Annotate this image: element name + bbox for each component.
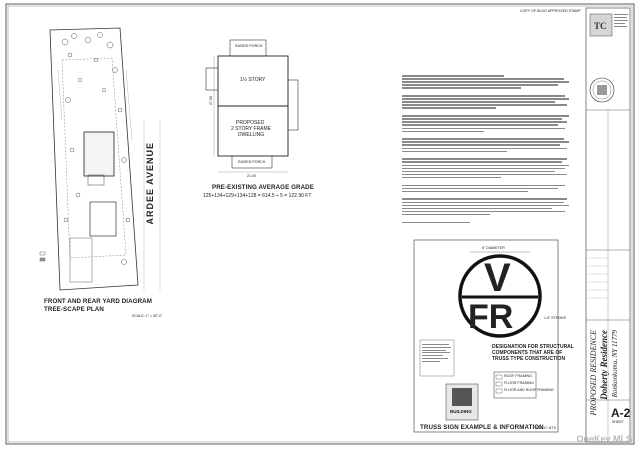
architect-logo-mark: TC (594, 21, 607, 31)
dim-line-right (125, 69, 133, 141)
house-footprint (83, 131, 115, 177)
titleblock: TC (585, 7, 631, 443)
grade-title: PRE-EXISTING AVERAGE GRADE (212, 184, 314, 191)
legend-box (493, 371, 537, 399)
site-plan-title-1: FRONT AND REAR YARD DIAGRAM (44, 298, 153, 305)
engineer-seal (589, 77, 615, 103)
legend-item-2: FLOOR FRAMING (504, 381, 534, 385)
architect-logo (589, 13, 613, 37)
revision-table (586, 257, 608, 299)
legend-mark-1 (495, 374, 503, 380)
sheet-border (5, 3, 635, 445)
proposed-label-2: 2 STORY FRAME (231, 126, 272, 132)
designation-2: COMPONENTS THAT ARE OF (492, 350, 563, 356)
site-plan-title-2: TREE-SCAPE PLAN (44, 306, 104, 313)
engineer-seal-center (597, 85, 607, 95)
truss-letters-fr: FR (468, 298, 514, 336)
truss-frame (413, 239, 559, 433)
project-title-3: Ronkonkoma, NY 11779 (611, 330, 619, 398)
setback-line (61, 57, 127, 259)
porch-footprint (87, 174, 105, 186)
site-plan (39, 27, 139, 291)
truss-title: TRUSS SIGN EXAMPLE & INFORMATION (420, 424, 544, 431)
truss-scale: SCALE: NTS (535, 426, 556, 430)
project-title-2: Doherty Residence (599, 330, 609, 400)
trees (61, 32, 131, 265)
legend-item-3: FLOOR AND ROOF FRAMING (504, 388, 554, 392)
legend-swatch-1 (39, 251, 46, 256)
sheet-label: SHEET (612, 420, 624, 424)
truss-notes (422, 344, 452, 364)
grade-formula: 125+134+129+134+128 = 614.5 ÷ 5 = 122.90… (203, 193, 312, 199)
truss-letter-v: V (484, 256, 511, 300)
driveway (69, 237, 93, 283)
left-porch (205, 67, 219, 91)
legend-swatch-2 (39, 257, 46, 262)
truss-detail (413, 239, 559, 433)
property-line (49, 27, 139, 291)
street-name-label: ARDEE AVENUE (145, 142, 155, 225)
proposed-label-3: DWELLING (238, 132, 265, 138)
height-dimension: 27.00 (209, 96, 213, 105)
designation-3: TRUSS TYPE CONSTRUCTION (492, 356, 566, 362)
floor-plan (205, 39, 299, 173)
project-title-1: PROPOSED RESIDENCE (589, 330, 598, 416)
engineer-seal-inner (592, 80, 612, 100)
legend-mark-3 (495, 388, 503, 394)
legend-mark-2 (495, 381, 503, 387)
garage-footprint (89, 201, 117, 237)
truss-note-box (419, 339, 455, 377)
diameter-label: 6" DIAMETER (482, 246, 505, 250)
bottom-porch (231, 155, 273, 169)
bottom-porch-label: RAISED PORCH (238, 160, 266, 164)
proposed-label-1: PROPOSED (236, 120, 265, 126)
building-logo-text: BUILDING (450, 409, 472, 414)
general-notes-block (402, 75, 572, 225)
approved-stamp-text: COPY OF BLDG APPROVED STAMP (520, 9, 581, 13)
truss-sign-circle (458, 254, 542, 338)
dim-line-left (57, 69, 63, 121)
designation-1: DESIGNATION FOR STRUCTURAL (492, 344, 574, 350)
stroke-note: 1.5" STROKE (544, 316, 567, 320)
sheet-inner-border (7, 5, 633, 443)
raised-porch-label: RAISED PORCH (235, 44, 263, 48)
story-label: 1½ STORY (240, 77, 266, 83)
sheet-number: A-2 (611, 406, 631, 420)
width-dimension: 21.00 (247, 174, 256, 178)
mls-watermark: OneKey MLS (576, 434, 632, 444)
building-logo-graphic (452, 388, 472, 406)
architect-info (614, 14, 628, 29)
legend-item-1: ROOF FRAMING (504, 374, 532, 378)
site-plan-scale: SCALE: 1" = 30'-0" (132, 314, 163, 318)
side-bump (287, 79, 299, 131)
